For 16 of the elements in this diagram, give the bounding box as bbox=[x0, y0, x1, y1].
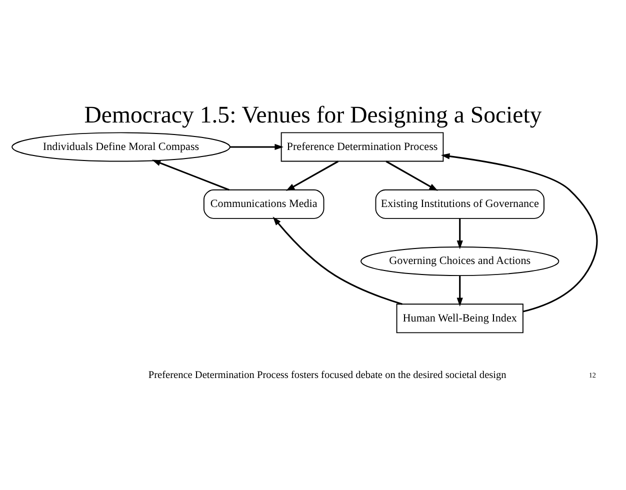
diagram-title: Democracy 1.5: Venues for Designing a Society bbox=[84, 102, 542, 128]
arrow bbox=[272, 216, 402, 305]
arrow bbox=[440, 153, 598, 312]
node-ellipse: Governing Choices and Actions bbox=[360, 246, 560, 276]
node-ellipse: Individuals Define Moral Compass bbox=[12, 132, 230, 162]
node-box: Existing Institutions of Governance bbox=[375, 189, 544, 219]
arrow bbox=[152, 160, 230, 191]
node-box: Human Well-Being Index bbox=[396, 304, 524, 334]
arrow bbox=[456, 218, 463, 250]
caption: Preference Determination Process fosters focused debate on the desired societal design bbox=[148, 370, 506, 382]
arrow bbox=[456, 276, 463, 306]
arrow bbox=[230, 144, 284, 150]
arrow bbox=[286, 160, 339, 191]
node-box: Preference Determination Process bbox=[280, 132, 444, 162]
node-box: Communications Media bbox=[203, 189, 324, 219]
arrow bbox=[386, 160, 438, 191]
